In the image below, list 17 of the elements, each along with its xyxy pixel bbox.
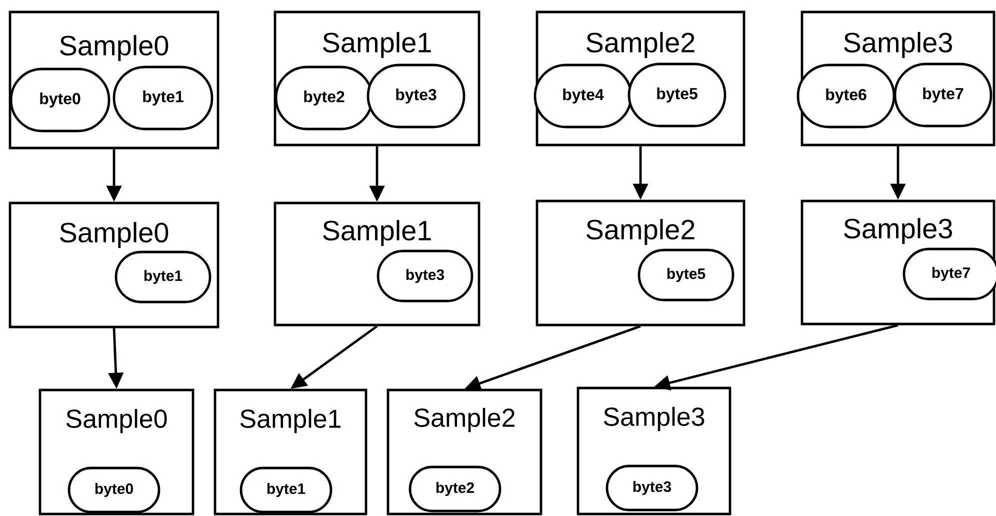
byte-pill: byte7 — [902, 248, 996, 300]
byte-pill: byte1 — [114, 250, 212, 304]
byte-pill: byte5 — [628, 62, 726, 128]
byte-pill: byte2 — [408, 466, 502, 512]
byte-pill: byte2 — [274, 66, 374, 130]
node-label: byte7 — [932, 267, 970, 281]
byte-pill: byte3 — [376, 250, 474, 302]
byte-pill: byte0 — [68, 466, 160, 514]
byte-pill: byte1 — [112, 66, 214, 130]
byte-pill: byte7 — [894, 62, 992, 128]
byte-pill: byte5 — [638, 248, 734, 302]
byte-pill: byte0 — [10, 68, 110, 132]
byte-pill: byte1 — [240, 466, 332, 514]
byte-pill: byte3 — [606, 464, 698, 512]
byte-pill: byte4 — [534, 64, 632, 128]
byte-pill: byte3 — [366, 64, 466, 128]
byte-pill: byte6 — [796, 64, 896, 128]
